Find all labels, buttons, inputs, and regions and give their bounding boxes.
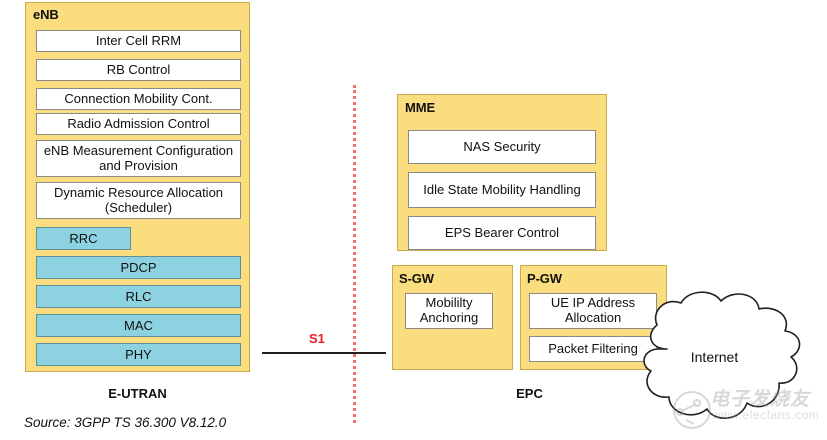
enb-layer-rlc: RLC <box>36 285 241 308</box>
enb-layer-pdcp: PDCP <box>36 256 241 279</box>
epc-caption: EPC <box>516 386 543 401</box>
enb-function-connection-mobility-cont: Connection Mobility Cont. <box>36 88 241 110</box>
enb-layer-mac: MAC <box>36 314 241 337</box>
enb-function-dynamic-resource-allocation-scheduler: Dynamic Resource Allocation (Scheduler) <box>36 182 241 219</box>
pgw-group-title: P-GW <box>527 271 562 286</box>
enb-layer-phy: PHY <box>36 343 241 366</box>
enb-function-rb-control: RB Control <box>36 59 241 81</box>
s1-interface-label: S1 <box>309 331 325 346</box>
internet-cloud-icon <box>643 291 801 419</box>
mme-group-title: MME <box>405 100 436 115</box>
enb-function-radio-admission-control: Radio Admission Control <box>36 113 241 135</box>
enb-function-enb-measurement-configuration-and-provision: eNB Measurement Configuration and Provis… <box>36 140 241 177</box>
e-utran-caption: E-UTRAN <box>108 386 167 401</box>
mme-function-eps-bearer-control: EPS Bearer Control <box>408 216 596 250</box>
source-note: Source: 3GPP TS 36.300 V8.12.0 <box>24 415 227 430</box>
sgw-group-title: S-GW <box>399 271 434 286</box>
enb-function-inter-cell-rrm: Inter Cell RRM <box>36 30 241 52</box>
internet-label: Internet <box>690 349 739 365</box>
enb-group-title: eNB <box>33 7 59 22</box>
internet-cloud-group: Internet <box>637 287 827 440</box>
mme-function-idle-state-mobility-handling: Idle State Mobility Handling <box>408 172 596 208</box>
e-utran-epc-divider <box>353 85 356 423</box>
mme-function-nas-security: NAS Security <box>408 130 596 164</box>
pgw-function-ue-ip-address-allocation: UE IP Address Allocation <box>529 293 657 329</box>
sgw-function-mobility-anchoring: Mobililty Anchoring <box>405 293 493 329</box>
enb-layer-rrc: RRC <box>36 227 131 250</box>
pgw-function-packet-filtering: Packet Filtering <box>529 336 657 362</box>
s1-interface-line <box>262 352 386 354</box>
